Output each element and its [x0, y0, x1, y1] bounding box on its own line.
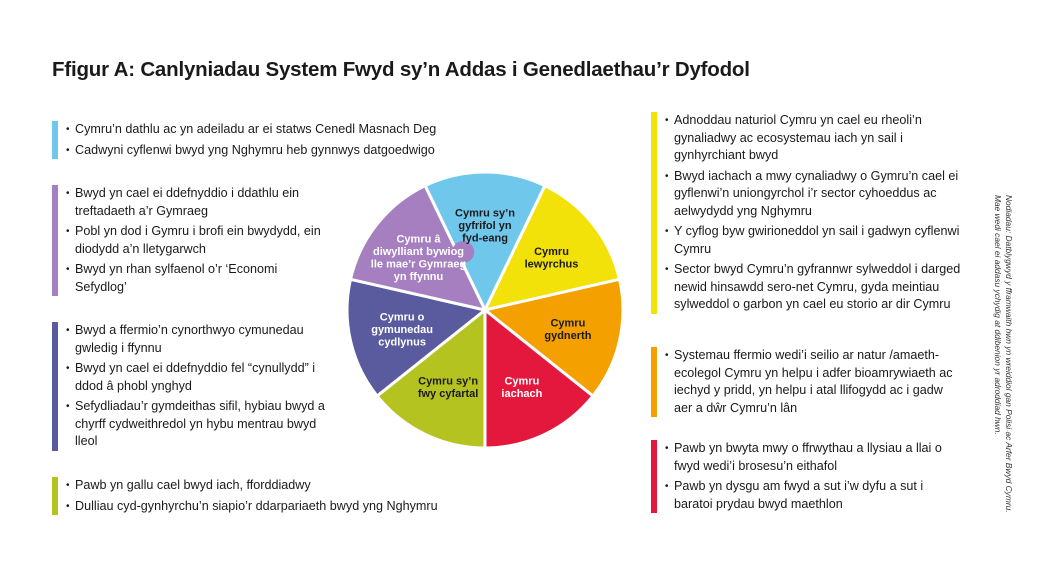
outcome-group-cohesive-communities: Bwyd a ffermio’n cynorthwyo cymunedau gw… [52, 322, 332, 451]
wheel-label-line: Cymru [534, 246, 569, 258]
wheel-segment-prosperous [482, 183, 622, 313]
outcome-item: Adnoddau naturiol Cymru yn cael eu rheol… [665, 112, 961, 165]
outcome-item: Bwyd a ffermio’n cynorthwyo cymunedau gw… [66, 322, 332, 357]
outcome-item: Pobl yn dod i Gymru i brofi ein bwydydd,… [66, 223, 322, 258]
color-bar [52, 477, 58, 515]
wheel-label-line: gymunedau [371, 324, 433, 336]
color-bar [52, 185, 58, 296]
outcome-group-more-equal: Pawb yn gallu cael bwyd iach, fforddiadw… [52, 477, 492, 515]
wheel-label-line: iachach [501, 388, 542, 400]
wheel-label-line: lle mae’r Gymraeg [371, 258, 466, 270]
color-bar [52, 322, 58, 451]
wheel-segment-resilient [481, 277, 625, 399]
wheel-label-line: diwylliant bywiog [373, 246, 464, 258]
outcome-item: Sector bwyd Cymru’n gyfrannwr sylweddol … [665, 261, 961, 314]
wheel-label-line: Cymru o [380, 311, 425, 323]
wheel-segment-cohesive-communities [345, 277, 489, 399]
outcome-group-prosperous: Adnoddau naturiol Cymru yn cael eu rheol… [651, 112, 961, 314]
outcome-item: Bwyd iachach a mwy cynaliadwy o Gymru’n … [665, 168, 961, 221]
outcome-item: Cadwyni cyflenwi bwyd yng Nghymru heb gy… [66, 142, 492, 160]
outcome-item: Sefydliadau’r gymdeithas sifil, hybiau b… [66, 398, 332, 451]
outcome-item: Bwyd yn cael ei ddefnyddio i ddathlu ein… [66, 185, 322, 220]
wheel-label-line: fyd-eang [462, 233, 508, 245]
outcome-item: Pawb yn gallu cael bwyd iach, fforddiadw… [66, 477, 492, 495]
wheel-label-line: cydlynus [378, 336, 426, 348]
wheel-segment-globally-responsible [423, 170, 547, 314]
color-bar [52, 121, 58, 159]
outcome-group-vibrant-culture: Bwyd yn cael ei ddefnyddio i ddathlu ein… [52, 185, 322, 296]
outcome-item: Bwyd yn rhan sylfaenol o’r ‘Economi Sefy… [66, 261, 322, 296]
outcome-item: Systemau ffermio wedi’i seilio ar natur … [665, 347, 961, 417]
wheel-label-line: gyfrifol yn [458, 220, 511, 232]
wheel-label-line: Cymru [504, 375, 539, 387]
side-note-line: Nodiadau: Datblygwyd y fframwaith hwn yn… [1004, 195, 1014, 513]
side-note: Nodiadau: Datblygwyd y fframwaith hwn yn… [992, 195, 1014, 525]
outcome-item: Cymru’n dathlu ac yn adeiladu ar ei stat… [66, 121, 492, 139]
wheel-label-line: Cymru [550, 318, 585, 330]
color-bar [651, 112, 657, 314]
outcome-group-globally-responsible: Cymru’n dathlu ac yn adeiladu ar ei stat… [52, 121, 492, 159]
outcome-item: Pawb yn dysgu am fwyd a sut i’w dyfu a s… [665, 478, 961, 513]
wheel-label-line: Cymru â [396, 233, 441, 245]
outcome-group-healthier: Pawb yn bwyta mwy o ffrwythau a llysiau … [651, 440, 961, 513]
outcome-item: Bwyd yn cael ei ddefnyddio fel “cynullyd… [66, 360, 332, 395]
wheel-label-line: yn ffynnu [394, 271, 444, 283]
wheel-segment-more-equal [374, 306, 487, 450]
outcome-item: Dulliau cyd-gynhyrchu’n siapio’r ddarpar… [66, 498, 492, 516]
wheel-label-line: fwy cyfartal [418, 388, 479, 400]
wheel-label-line: Cymru sy’n [418, 375, 478, 387]
color-bar [651, 440, 657, 513]
figure-title: Ffigur A: Canlyniadau System Fwyd sy’n A… [52, 58, 750, 81]
color-bar [651, 347, 657, 417]
wheel-label-line: Cymru sy’n [455, 208, 515, 220]
wheel-segment-healthier [483, 306, 596, 450]
wheel-segment-vibrant-culture [348, 183, 488, 313]
outcome-group-resilient: Systemau ffermio wedi’i seilio ar natur … [651, 347, 961, 417]
side-note-line: Mae wedi cael ei addasu ychydig at ddibe… [993, 195, 1003, 435]
outcome-item: Y cyflog byw gwirioneddol yn sail i gadw… [665, 223, 961, 258]
outcome-item: Pawb yn bwyta mwy o ffrwythau a llysiau … [665, 440, 961, 475]
wheel-label-line: gydnerth [544, 330, 591, 342]
puzzle-knob [452, 241, 475, 263]
wheel-label-line: lewyrchus [525, 258, 579, 270]
